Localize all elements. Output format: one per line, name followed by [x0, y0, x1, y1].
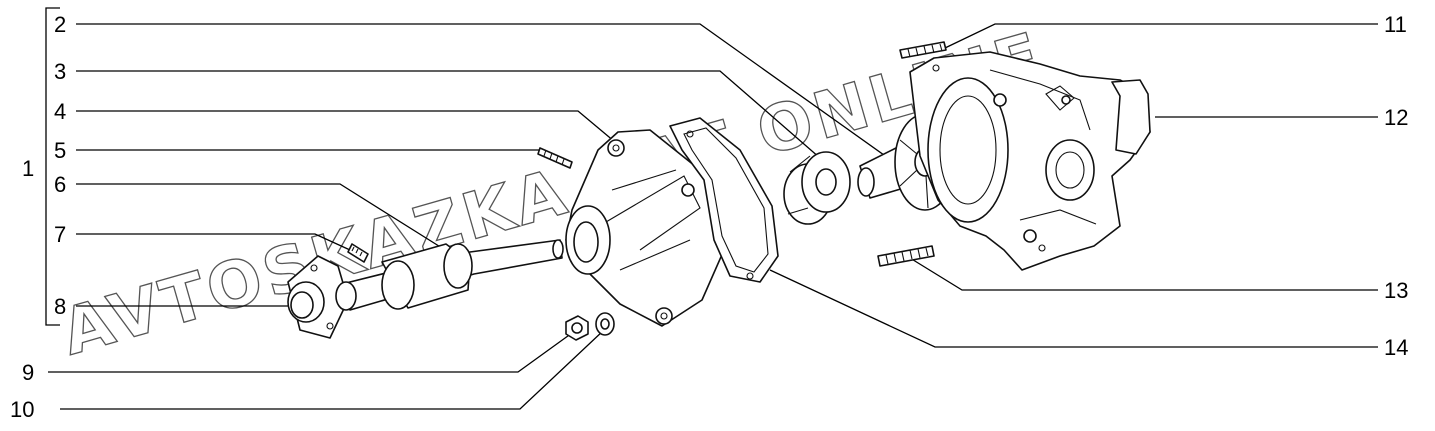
leader-lines [48, 23, 1378, 410]
callout-14: 14 [1384, 335, 1408, 360]
part-7-bolt [347, 243, 369, 263]
part-13-stud [877, 245, 935, 267]
callout-9: 9 [22, 360, 34, 385]
part-9-nut [565, 315, 589, 341]
leader-10 [60, 329, 605, 410]
callout-2: 2 [54, 12, 66, 37]
callout-5: 5 [54, 138, 66, 163]
callout-labels: 1 2 3 4 5 6 7 8 9 10 11 12 13 14 [10, 12, 1408, 422]
part-14-gasket [669, 117, 779, 283]
callout-6: 6 [54, 172, 66, 197]
leader-6 [76, 183, 443, 249]
part-3-seal [783, 151, 851, 225]
callout-10: 10 [10, 397, 34, 422]
callout-11: 11 [1384, 12, 1407, 37]
leader-7 [76, 233, 351, 251]
part-10-washer [595, 312, 615, 336]
leader-11 [944, 23, 1378, 49]
leader-3 [76, 70, 821, 159]
callout-12: 12 [1384, 105, 1408, 130]
part-12-pump-housing [909, 51, 1151, 271]
part-4-pump-cover [565, 129, 725, 327]
group-bracket [45, 7, 60, 326]
part-11-stud [899, 41, 947, 59]
leader-2 [76, 23, 906, 171]
leader-4 [76, 110, 616, 143]
callout-4: 4 [54, 99, 66, 124]
callout-13: 13 [1384, 278, 1408, 303]
callout-8: 8 [54, 294, 66, 319]
callout-3: 3 [54, 59, 66, 84]
part-6-shaft-bearing [335, 239, 564, 311]
callout-1: 1 [22, 156, 34, 181]
leader-9 [48, 332, 573, 373]
leader-14 [769, 269, 1378, 348]
leader-13 [909, 257, 1378, 291]
part-5-stud [537, 147, 573, 169]
callout-7: 7 [54, 222, 66, 247]
